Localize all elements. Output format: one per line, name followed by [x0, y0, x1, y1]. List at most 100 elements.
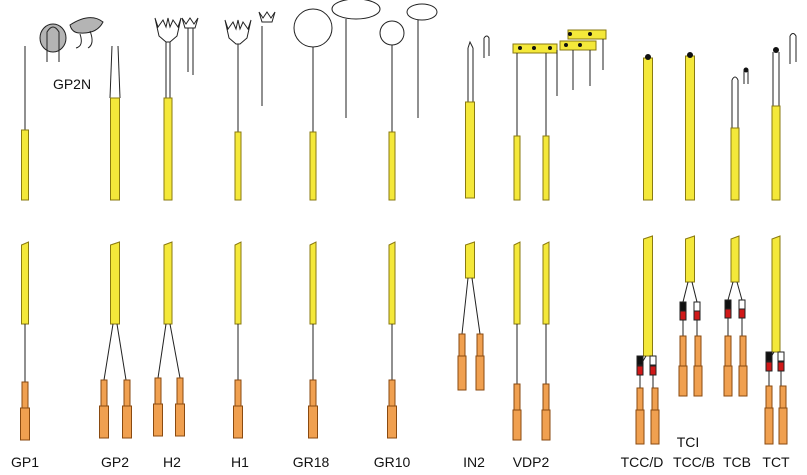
sheath: [644, 236, 653, 356]
probe-label-vdp2: VDP2: [512, 454, 550, 470]
bead: [679, 310, 687, 321]
tip: [484, 36, 489, 56]
bead: [679, 301, 687, 312]
bead: [765, 351, 773, 362]
tip-dot: [548, 46, 552, 50]
connector: [694, 335, 702, 367]
connector: [635, 409, 645, 445]
sheath: [514, 242, 520, 324]
bead: [636, 355, 644, 366]
probe-label-tcb: TCB: [723, 454, 751, 470]
wire: [104, 324, 113, 380]
label-gp2n: GP2N: [52, 76, 92, 92]
ring-head: [379, 20, 405, 46]
connector: [636, 387, 644, 411]
sheath: [643, 57, 653, 201]
connector: [99, 405, 109, 439]
sheath: [542, 135, 550, 201]
tip-dot: [564, 43, 568, 47]
bead: [738, 299, 746, 310]
connector: [21, 381, 29, 409]
sheath: [771, 105, 781, 201]
gray-head: [70, 18, 103, 33]
tip: [790, 34, 796, 63]
claw-head: [155, 18, 181, 42]
probe-label-tct: TCT: [762, 454, 790, 470]
connector: [234, 379, 242, 407]
connector: [175, 403, 185, 437]
sheath: [465, 101, 475, 199]
tip-dot: [518, 46, 522, 50]
tip-dot: [588, 32, 592, 36]
connector: [123, 379, 131, 407]
sheath: [309, 131, 317, 201]
connector: [724, 335, 732, 367]
wire: [692, 282, 697, 302]
sheath: [513, 135, 521, 201]
connector: [457, 355, 467, 391]
probe-label-in2: IN2: [463, 454, 485, 470]
connector: [693, 365, 703, 397]
bead: [738, 308, 746, 319]
connector: [723, 365, 733, 397]
probe-label-tccd: TCC/D: [620, 454, 664, 470]
connector: [154, 377, 162, 405]
wire: [117, 324, 126, 380]
connector: [651, 387, 659, 411]
bar-head: [567, 29, 607, 40]
connector: [650, 409, 660, 445]
connector: [388, 379, 396, 407]
tip-dot: [743, 67, 749, 73]
sheath: [163, 97, 173, 201]
connector: [233, 405, 243, 439]
bar-head: [559, 40, 597, 51]
sheath: [772, 236, 780, 352]
sheath: [234, 131, 242, 201]
sheath: [110, 97, 120, 201]
connector: [387, 405, 397, 439]
connector: [100, 379, 108, 407]
ring-head: [293, 8, 333, 48]
connector: [542, 383, 550, 411]
connector: [678, 365, 688, 397]
sheath: [686, 236, 695, 282]
connector: [541, 409, 551, 441]
wire: [110, 46, 112, 98]
tip-dot: [687, 52, 693, 58]
bead: [649, 355, 657, 366]
connector: [122, 405, 132, 439]
tip: [732, 77, 738, 80]
connector: [764, 407, 774, 445]
claw-head: [259, 12, 275, 22]
wire: [683, 282, 688, 302]
sheath: [730, 127, 740, 201]
bead: [649, 365, 657, 376]
sheath: [389, 242, 395, 324]
wire: [462, 278, 468, 334]
sheath: [310, 242, 316, 324]
probe-label-gr10: GR10: [373, 454, 411, 470]
sheath: [235, 242, 241, 324]
ring-head: [406, 3, 438, 21]
wire-loop: [88, 31, 92, 48]
probe-label-gp1: GP1: [10, 454, 40, 470]
sheath: [111, 242, 120, 324]
tip-dot: [773, 47, 779, 53]
wire-loop: [76, 34, 81, 48]
wire: [728, 282, 733, 300]
sheath: [22, 242, 29, 324]
bead: [777, 351, 785, 362]
bead: [724, 299, 732, 310]
connector: [458, 333, 466, 357]
wire: [118, 46, 120, 98]
connector: [679, 335, 687, 367]
tip-dot: [645, 54, 651, 60]
connector: [779, 385, 787, 409]
connector: [20, 407, 30, 441]
connector: [513, 383, 521, 411]
gray-head: [39, 23, 67, 53]
probe-label-h2: H2: [163, 454, 181, 470]
bead: [693, 301, 701, 312]
wire: [472, 278, 480, 334]
